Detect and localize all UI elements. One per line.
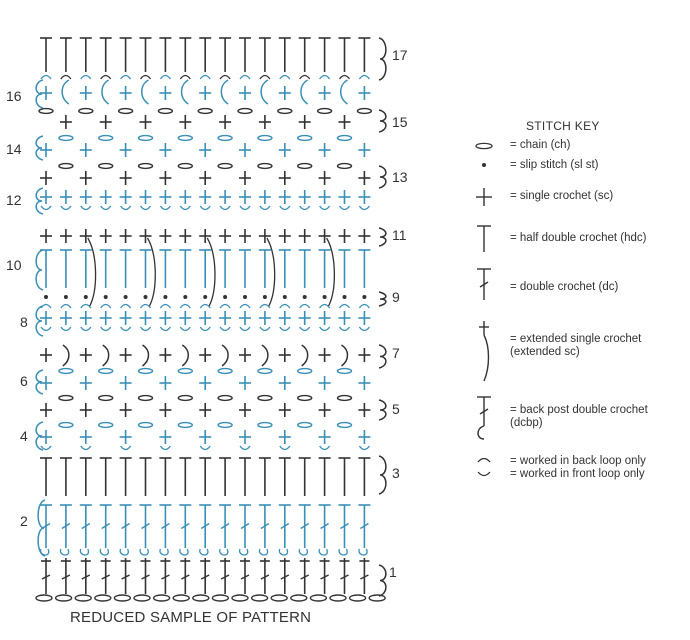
row-17 [40, 37, 387, 81]
row-number-right: 5 [392, 401, 400, 417]
crochet-chart: 16 14 12 10 8 6 4 2 17 15 13 11 9 7 5 3 1 [6, 37, 408, 602]
row-13 [40, 162, 387, 189]
key-back-loop-label: = worked in back loop only [510, 455, 646, 467]
row-number-right: 7 [392, 345, 400, 361]
row-16 [35, 74, 371, 109]
row-6 [35, 367, 371, 395]
half-double-crochet-icon [477, 225, 491, 252]
double-crochet-icon [477, 268, 491, 300]
row-number-right: 15 [392, 114, 408, 130]
row-number-left: 16 [6, 88, 22, 104]
key-dcbp-label: = back post double crochet (dcbp) [510, 404, 648, 429]
row-9 [44, 291, 387, 307]
row-10 [35, 237, 371, 307]
row-number-left: 8 [20, 314, 28, 330]
extended-single-crochet-icon [479, 321, 490, 382]
key-dc-label: = double crochet (dc) [510, 281, 619, 293]
row-7 [40, 344, 387, 369]
key-hdc-label: = half double crochet (hdc) [510, 232, 647, 244]
back-loop-icon [477, 457, 491, 463]
row-4 [35, 421, 371, 451]
row-5 [40, 394, 387, 421]
back-post-double-crochet-icon [477, 396, 491, 440]
row-15 [38, 107, 387, 133]
row-14 [35, 134, 371, 161]
stitch-key-icons [475, 142, 493, 477]
row-number-right: 13 [392, 169, 408, 185]
row-8 [35, 303, 371, 337]
key-front-loop-label: = worked in front loop only [510, 468, 645, 480]
row-number-left: 4 [20, 428, 28, 444]
row-number-right: 1 [389, 564, 397, 580]
row-2 [37, 499, 371, 557]
row-3 [40, 455, 387, 496]
key-chain-label: = chain (ch) [510, 139, 571, 151]
row-number-left: 6 [20, 373, 28, 389]
row-11 [40, 227, 387, 247]
row-number-right: 11 [392, 227, 407, 243]
stitch-key-title: STITCH KEY [526, 119, 600, 133]
key-extended-sc-label: = extended single crochet (extended sc) [510, 333, 642, 358]
chain-icon [475, 142, 493, 150]
row-number-right: 9 [392, 289, 400, 305]
row-number-left: 14 [6, 141, 22, 157]
slip-stitch-icon [482, 163, 486, 167]
row-12 [35, 187, 371, 215]
key-single-crochet-label: = single crochet (sc) [510, 190, 614, 202]
row-number-left: 12 [6, 192, 22, 208]
diagram-caption: REDUCED SAMPLE OF PATTERN [70, 609, 312, 626]
row-number-right: 3 [392, 465, 400, 481]
front-loop-icon [477, 471, 491, 477]
row-number-right: 17 [392, 47, 408, 63]
row-1-foundation [35, 558, 387, 602]
row-number-left: 2 [20, 513, 28, 529]
key-slip-stitch-label: = slip stitch (sl st) [510, 159, 599, 171]
row-number-left: 10 [6, 257, 22, 273]
single-crochet-icon [476, 188, 492, 206]
